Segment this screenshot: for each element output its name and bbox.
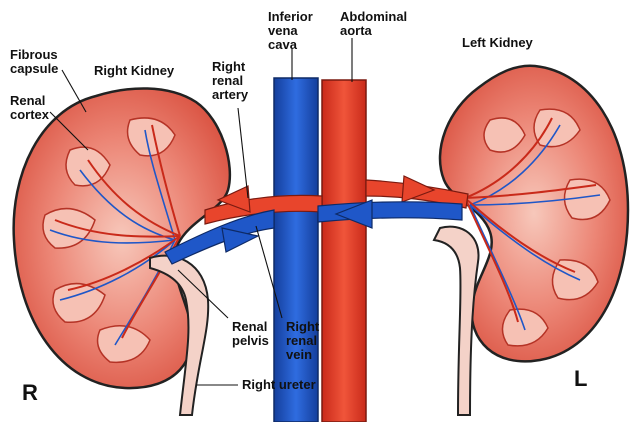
leader-lines	[49, 38, 353, 386]
left-renal-vein	[317, 199, 463, 229]
label-inferior-vena-cava: Inferior vena cava	[268, 9, 313, 52]
label-right-ureter: Right ureter	[242, 377, 316, 392]
label-fibrous-capsule: Fibrous capsule	[10, 47, 59, 76]
label-right-kidney: Right Kidney	[94, 63, 175, 78]
left-kidney	[432, 64, 630, 416]
label-right-renal-vein: Right renal vein	[286, 319, 320, 362]
label-abdominal-aorta: Abdominal aorta	[340, 9, 408, 38]
left-renal-artery	[365, 175, 469, 209]
right-kidney	[12, 87, 232, 416]
label-renal-cortex: Renal cortex	[10, 93, 50, 122]
inferior-vena-cava	[273, 77, 319, 422]
abdominal-aorta	[321, 79, 367, 422]
orientation-right-marker: R	[22, 380, 38, 405]
orientation-left-marker: L	[574, 366, 588, 391]
label-right-renal-artery: Right renal artery	[212, 59, 249, 102]
label-renal-pelvis: Renal pelvis	[232, 319, 269, 348]
right-renal-artery	[204, 185, 323, 225]
label-left-kidney: Left Kidney	[462, 35, 533, 50]
right-renal-vein	[164, 209, 275, 265]
